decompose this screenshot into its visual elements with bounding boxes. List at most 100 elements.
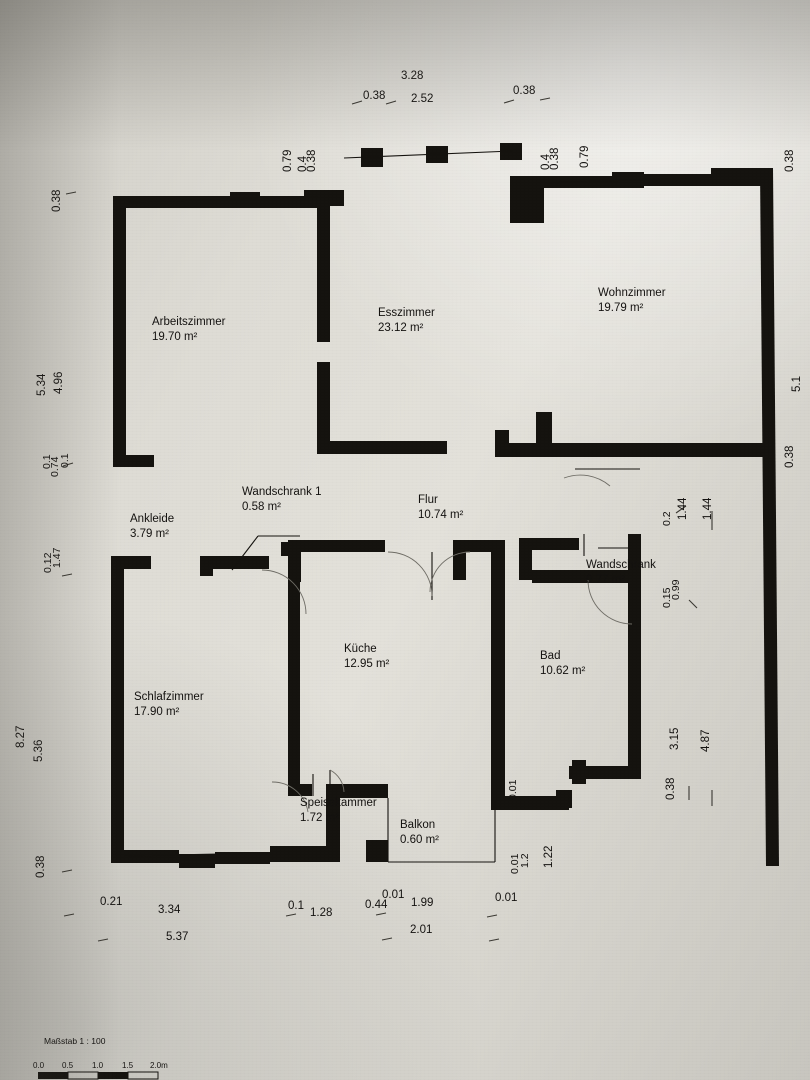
dim-left-b: 5.34: [36, 373, 48, 396]
dim-right-i: 0.38: [665, 778, 677, 800]
wall-bottom-left-b: [215, 852, 270, 864]
room-label-wandschrank: Wandschrank: [586, 559, 656, 571]
door-arcs-layer: [261, 474, 633, 813]
room-label-balkon: Balkon: [400, 819, 435, 831]
dim-bottom-b: 3.34: [158, 904, 181, 916]
door-arc-flur-right: [429, 551, 471, 593]
leader-wandschrank1: [231, 535, 259, 571]
door-arc-wohnzimmer: [563, 474, 611, 487]
wall-left-jog-bottom: [111, 556, 151, 569]
scale-label: Maßstab 1 : 100: [44, 1036, 106, 1046]
room-area-esszimmer: 23.12 m²: [378, 322, 424, 334]
dim-left-d: 0.1: [41, 454, 53, 469]
dim-right-g: 0.15: [661, 587, 673, 608]
dim-left-a: 0.38: [51, 190, 63, 212]
dimension-ticks-layer: [61, 97, 713, 942]
dim-bottom-e: 1.28: [310, 907, 332, 919]
dim-right-h: 0.99: [670, 579, 682, 600]
room-area-bad: 10.62 m²: [540, 665, 586, 677]
door-arc-ankleide: [261, 569, 307, 615]
dim-bottom-d: 0.1: [288, 900, 304, 912]
scale-tick-4: 2.0m: [150, 1061, 168, 1070]
scale-tick-2: 1.0: [92, 1061, 104, 1070]
wall-center-vertical-lower: [317, 362, 330, 452]
room-area-arbeitszimmer: 19.70 m²: [152, 331, 198, 343]
wall-bad-top: [519, 538, 579, 550]
room-label-speisekammer: Speisekammer: [300, 797, 377, 809]
dim-topvl-b: 0.4: [297, 155, 309, 172]
room-area-speisekammer: 1.72 m²: [300, 812, 339, 824]
room-area-kueche: 12.95 m²: [344, 658, 390, 670]
dim-left-h: 1.47: [51, 547, 63, 568]
scale-bar-segment-2: [67, 1071, 99, 1080]
dim-bv-d: 1.22: [543, 846, 555, 868]
room-area-wohnzimmer: 19.79 m²: [598, 302, 644, 314]
wall-wohnzimmer-bottom-pier: [536, 412, 552, 444]
dim-left-e: 0.74: [49, 456, 61, 477]
wall-flur-top-left: [288, 540, 385, 552]
dim-top-overall: 3.28: [401, 70, 423, 82]
wall-balkon-stub: [366, 840, 388, 862]
dim-left-k: 0.38: [35, 856, 47, 878]
wall-top-left-pier: [230, 192, 260, 208]
room-label-ankleide: Ankleide: [130, 513, 174, 525]
room-label-wohnzimmer: Wohnzimmer: [598, 287, 666, 299]
dim-bv-b: 0.01: [509, 853, 521, 874]
dim-top-b: 2.52: [411, 93, 433, 105]
thin-lines-layer: [123, 150, 715, 863]
room-area-flur: 10.74 m²: [418, 509, 464, 521]
scale-bar-segment-1: [38, 1072, 68, 1079]
wall-top-left-segment-a: [113, 196, 230, 208]
dim-topvl-a: 0.79: [282, 150, 294, 172]
window-line-wohnzimmer: [544, 176, 715, 184]
wall-bad-bottom: [569, 766, 641, 779]
room-area-schlafzimmer: 17.90 m²: [134, 706, 180, 718]
dim-topvl-c: 0.38: [306, 150, 318, 172]
wall-esszimmer-bottom: [317, 441, 447, 454]
scale-tick-0: 0.0: [33, 1061, 45, 1070]
wall-bad-right-vert: [628, 534, 641, 766]
wall-kueche-left-vertical: [288, 540, 301, 582]
wall-corner-top-right: [711, 168, 771, 186]
walls-layer: [111, 143, 779, 868]
dimensions-right: 0.38 5.1 0.38 0.2 1.44 1.44 0.15 0.99 0.…: [661, 150, 803, 800]
wall-wandschrank-bottom: [532, 570, 632, 583]
room-label-arbeitszimmer: Arbeitszimmer: [152, 316, 226, 328]
dim-bottom-a: 0.21: [100, 896, 122, 908]
dim-bottom-c: 5.37: [166, 931, 188, 943]
dim-topvr-c: 0.79: [579, 146, 591, 168]
dim-right-f: 1.44: [702, 497, 714, 520]
dimensions-left: 0.38 5.34 4.96 0.1 0.74 0.1 0.12 1.47 8.…: [15, 190, 71, 878]
room-labels-layer: Arbeitszimmer 19.70 m² Esszimmer 23.12 m…: [130, 287, 666, 846]
wall-kueche-right-cap: [453, 540, 503, 552]
dimensions-bottom-vertical: 0.01 0.01 1.2 1.22: [507, 779, 555, 874]
dim-bv-a: 0.01: [507, 779, 519, 800]
wall-center-vertical-upper: [317, 190, 330, 342]
dim-topvr-b: 0.38: [549, 148, 561, 170]
wall-bottom-pier: [179, 854, 215, 868]
wall-kueche-bottom-right: [491, 796, 569, 810]
room-label-flur: Flur: [418, 494, 438, 506]
wall-wohnzimmer-bottom: [495, 443, 775, 457]
room-label-schlafzimmer: Schlafzimmer: [134, 691, 204, 703]
wall-bottom-left-a: [111, 850, 179, 863]
scale-bar-segment-3: [98, 1072, 128, 1079]
wall-kueche-left-long: [288, 574, 300, 796]
wall-bad-left-vert: [519, 538, 532, 580]
scale-tick-3: 1.5: [122, 1061, 134, 1070]
dim-right-d: 0.2: [661, 511, 673, 526]
door-arc-flur-left: [387, 551, 433, 597]
dim-left-j: 5.36: [33, 740, 45, 762]
window-line-bottom-left: [123, 852, 273, 857]
wall-pier-wohn-left: [510, 176, 544, 223]
dim-right-c: 0.38: [784, 446, 796, 468]
door-arc-bad: [587, 579, 633, 625]
door-arc-kueche: [329, 769, 345, 793]
window-line-esszimmer: [343, 150, 513, 159]
wall-top-left-segment-b: [260, 196, 317, 208]
wall-bottom-right-stub: [556, 790, 572, 808]
wall-kueche-bottom-left: [288, 784, 312, 796]
dimensions-top: 3.28 0.38 2.52 0.38: [363, 70, 535, 105]
room-label-bad: Bad: [540, 650, 560, 662]
